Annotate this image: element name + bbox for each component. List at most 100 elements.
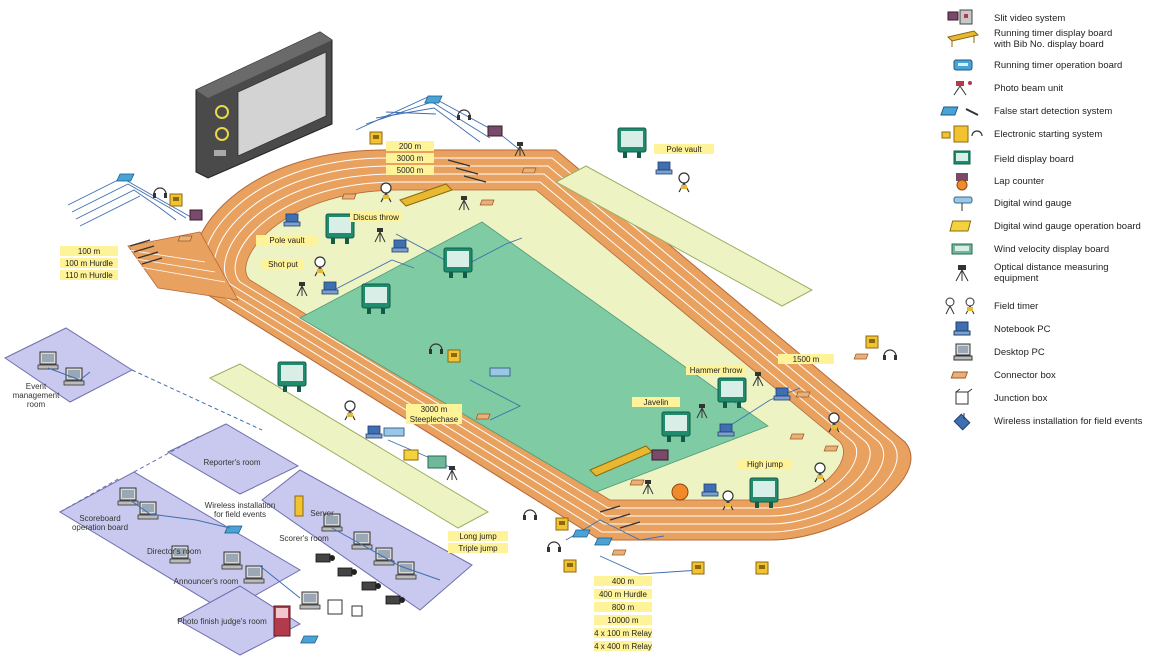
label-3000m-steeple: 3000 m: [421, 405, 448, 414]
legend-label-line2: with Bib No. display board: [994, 39, 1104, 50]
legend-label: Field timer: [994, 300, 1039, 312]
room-label-scoreboard-2: operation board: [72, 523, 128, 532]
running-timer-operation-icon: [953, 59, 973, 71]
grass-field: [299, 221, 769, 493]
runway-strip-south: [208, 363, 490, 529]
legend-label: Lap counter: [994, 175, 1045, 187]
label-400m-hurdle: 400 m Hurdle: [599, 590, 648, 599]
legend-item: Field display board: [940, 149, 1162, 169]
wind-gauge-operation-icon: [949, 220, 972, 232]
label-shot-put: Shot put: [268, 260, 299, 269]
legend-item: Desktop PC: [940, 342, 1162, 362]
room-label-event-3: room: [27, 400, 46, 409]
label-800m: 800 m: [612, 603, 635, 612]
label-steeplechase: Steeplechase: [410, 415, 459, 424]
field-equipment: [116, 95, 898, 575]
label-110m-hurdle: 110 m Hurdle: [65, 271, 113, 280]
legend-item: Running timer operation board: [940, 55, 1162, 75]
junction-box-icon: [955, 388, 973, 405]
wireless-installation-icon: [953, 413, 971, 431]
wind-velocity-display-icon: [951, 243, 973, 255]
desktop-pc-icon: [953, 343, 973, 361]
room-label-reporter: Reporter's room: [203, 458, 260, 467]
room-label-wireless-2: for field events: [214, 510, 266, 519]
label-javelin: Javelin: [644, 398, 669, 407]
running-timer-display-icon: [947, 30, 979, 47]
runway-strip-north: [554, 165, 814, 307]
slit-video-icon: [947, 9, 973, 25]
legend-label: Wireless installation for field events: [994, 415, 1143, 427]
legend-label: Digital wind gauge operation board: [994, 220, 1141, 232]
legend-item: Slit video system: [940, 8, 1162, 28]
notebook-pc-icon: [953, 321, 971, 336]
label-4x100m-relay: 4 x 100 m Relay: [594, 629, 652, 638]
lap-counter-icon: [956, 173, 968, 191]
main-operations-area: [58, 471, 301, 613]
label-400m: 400 m: [612, 577, 635, 586]
legend-item: Digital wind gauge operation board: [940, 216, 1162, 236]
legend-label: Field display board: [994, 153, 1074, 165]
legend-item: Notebook PC: [940, 319, 1162, 339]
label-long-jump: Long jump: [459, 532, 497, 541]
connector-box-icon: [950, 371, 969, 379]
legend-label: False start detection system: [994, 105, 1113, 117]
legend-item: Photo beam unit: [940, 78, 1162, 98]
false-start-icon: [940, 106, 979, 116]
legend-item: Lap counter: [940, 171, 1162, 191]
control-rooms: [4, 327, 473, 656]
legend-label: Desktop PC: [994, 346, 1045, 358]
legend-item: Junction box: [940, 388, 1162, 408]
legend-label: Electronic starting system: [994, 128, 1103, 140]
sprint-straight: [127, 231, 239, 301]
room-label-director: Director's room: [147, 547, 201, 556]
label-100m: 100 m: [78, 247, 101, 256]
sprint-labels: 100 m 100 m Hurdle 110 m Hurdle: [60, 246, 118, 280]
label-discus-throw: Discus throw: [353, 213, 399, 222]
event-labels: 100 m 100 m Hurdle 110 m Hurdle 200 m 30…: [60, 141, 834, 651]
legend-item: Connector box: [940, 365, 1162, 385]
room-label-event-2: management: [13, 391, 60, 400]
legend-label: Photo beam unit: [994, 82, 1064, 94]
room-label-photo-finish: Photo finish judge's room: [177, 617, 267, 626]
legend-item: Field timer: [940, 296, 1162, 316]
wind-gauge-icon: [953, 196, 973, 211]
reporters-room: [166, 423, 300, 495]
photo-finish-room: [176, 585, 302, 656]
label-hammer-throw: Hammer throw: [690, 366, 743, 375]
label-triple-jump: Triple jump: [458, 544, 498, 553]
room-label-scorer: Scorer's room: [279, 534, 329, 543]
label-pole-vault-west: Pole vault: [269, 236, 305, 245]
legend-label: Running timer display board: [994, 28, 1113, 39]
label-pole-vault-north: Pole vault: [666, 145, 702, 154]
legend-item: False start detection system: [940, 101, 1162, 121]
legend-label: Digital wind gauge: [994, 197, 1072, 209]
legend-item: Wireless installation for field events: [940, 411, 1162, 431]
field-timer-icon: [945, 297, 975, 315]
legend-item: Wind velocity display board: [940, 239, 1162, 259]
label-4x400m-relay: 4 x 400 m Relay: [594, 642, 652, 651]
room-label-scoreboard-1: Scoreboard: [79, 514, 120, 523]
room-labels: Event management room Reporter's room Wi…: [13, 382, 334, 626]
label-10000m: 10000 m: [607, 616, 638, 625]
distance-labels: 200 m 3000 m 5000 m: [386, 141, 434, 175]
legend-label: Wind velocity display board: [994, 243, 1110, 255]
label-1500m: 1500 m: [793, 355, 820, 364]
label-3000m: 3000 m: [397, 154, 424, 163]
legend-label: Notebook PC: [994, 323, 1051, 335]
legend-label: Junction box: [994, 392, 1048, 404]
room-label-event-1: Event: [26, 382, 47, 391]
legend-label: Optical distance measuring: [994, 262, 1109, 273]
room-label-server: Server: [310, 509, 334, 518]
electronic-starting-icon: [941, 125, 983, 143]
legend-item: Digital wind gauge: [940, 193, 1162, 213]
legend-item: Electronic starting system: [940, 124, 1162, 144]
relay-labels: 400 m 400 m Hurdle 800 m 10000 m 4 x 100…: [594, 576, 652, 651]
legend-label: Connector box: [994, 369, 1056, 381]
legend-label-line2: equipment: [994, 273, 1039, 284]
track: [127, 149, 912, 541]
label-200m: 200 m: [399, 142, 422, 151]
field-display-icon: [953, 150, 971, 165]
